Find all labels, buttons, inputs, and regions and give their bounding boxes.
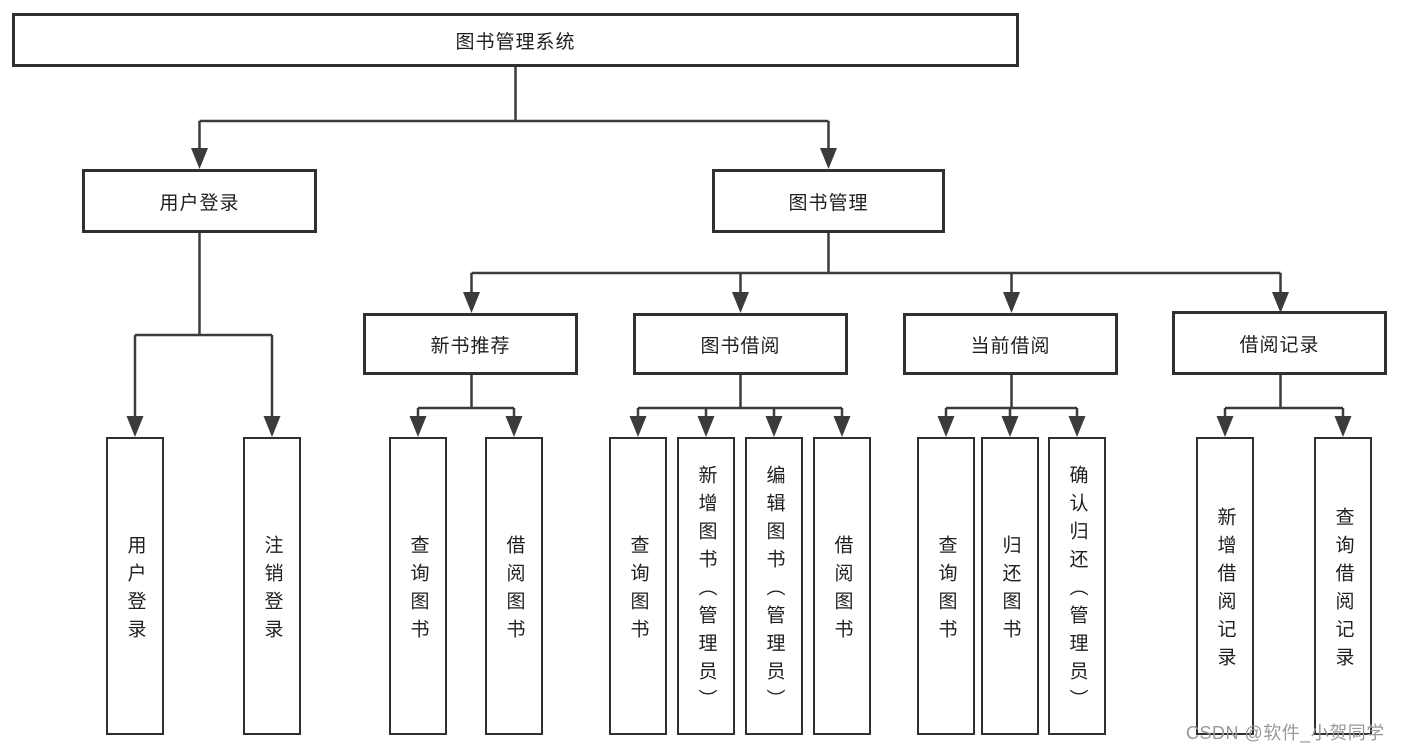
arrowhead-new-books bbox=[463, 292, 480, 313]
arrowhead-book-management bbox=[820, 148, 837, 169]
leaf-current-borrow-confirm-admin: 确认归还（管理员） bbox=[1048, 437, 1106, 735]
leaf-book-borrow-add-admin-label: 新增图书（管理员） bbox=[695, 464, 717, 717]
leaf-book-borrow-query: 查询图书 bbox=[609, 437, 667, 735]
leaf-new-books-query-label: 查询图书 bbox=[407, 534, 429, 647]
leaf-records-query: 查询借阅记录 bbox=[1314, 437, 1372, 735]
arrowhead-borrow-records bbox=[1272, 292, 1289, 313]
arrowhead-leaf-borrow-books-nb bbox=[505, 416, 523, 437]
node-book-management-label: 图书管理 bbox=[788, 192, 869, 214]
leaf-records-add: 新增借阅记录 bbox=[1196, 437, 1254, 735]
leaf-records-query-label: 查询借阅记录 bbox=[1332, 506, 1354, 675]
arrowhead-current-borrow bbox=[1003, 292, 1020, 313]
leaf-logout-label: 注销登录 bbox=[261, 534, 283, 647]
leaf-records-add-label: 新增借阅记录 bbox=[1214, 506, 1236, 675]
leaf-user-login-label: 用户登录 bbox=[124, 534, 146, 647]
arrowhead-leaf-query-books-nb bbox=[409, 416, 427, 437]
node-root-system: 图书管理系统 bbox=[12, 13, 1019, 67]
arrowhead-leaf-query-books-cb bbox=[937, 416, 955, 437]
leaf-current-borrow-return: 归还图书 bbox=[981, 437, 1039, 735]
leaf-book-borrow-edit-admin: 编辑图书（管理员） bbox=[745, 437, 803, 735]
leaf-book-borrow-borrow: 借阅图书 bbox=[813, 437, 871, 735]
arrowhead-leaf-logout bbox=[263, 416, 281, 437]
leaf-new-books-query: 查询图书 bbox=[389, 437, 447, 735]
node-new-books-label: 新书推荐 bbox=[430, 335, 511, 357]
leaf-book-borrow-edit-admin-label: 编辑图书（管理员） bbox=[763, 464, 785, 717]
arrowhead-leaf-return-books bbox=[1001, 416, 1019, 437]
leaf-current-borrow-return-label: 归还图书 bbox=[999, 534, 1021, 647]
arrowhead-leaf-query-record bbox=[1334, 416, 1352, 437]
arrowhead-leaf-query-books-bb bbox=[629, 416, 647, 437]
arrowhead-leaf-add-record bbox=[1216, 416, 1234, 437]
leaf-current-borrow-query: 查询图书 bbox=[917, 437, 975, 735]
arrowhead-book-borrow bbox=[732, 292, 749, 313]
node-root-system-label: 图书管理系统 bbox=[455, 31, 576, 53]
arrowhead-user-login bbox=[191, 148, 208, 169]
node-current-borrow: 当前借阅 bbox=[903, 313, 1118, 375]
csdn-watermark: CSDN @软件_小贺同学 bbox=[1186, 723, 1385, 743]
node-borrow-records: 借阅记录 bbox=[1172, 311, 1387, 375]
node-borrow-records-label: 借阅记录 bbox=[1239, 334, 1320, 356]
node-new-books: 新书推荐 bbox=[363, 313, 578, 375]
leaf-new-books-borrow: 借阅图书 bbox=[485, 437, 543, 735]
leaf-logout: 注销登录 bbox=[243, 437, 301, 735]
connector-level3-to-leaves bbox=[416, 375, 1345, 421]
arrowhead-leaf-borrow-books-bb bbox=[833, 416, 851, 437]
arrowhead-leaf-edit-books bbox=[765, 416, 783, 437]
leaf-book-borrow-borrow-label: 借阅图书 bbox=[831, 534, 853, 647]
leaf-new-books-borrow-label: 借阅图书 bbox=[503, 534, 525, 647]
node-book-borrow-label: 图书借阅 bbox=[700, 335, 781, 357]
connector-user-login-to-children bbox=[133, 233, 274, 421]
connector-root-to-level2 bbox=[198, 67, 830, 153]
arrowhead-leaf-user-login bbox=[126, 416, 144, 437]
arrowhead-leaf-add-books bbox=[697, 416, 715, 437]
node-book-management: 图书管理 bbox=[712, 169, 945, 233]
connector-book-management-to-level3 bbox=[470, 233, 1282, 297]
node-user-login: 用户登录 bbox=[82, 169, 317, 233]
node-book-borrow: 图书借阅 bbox=[633, 313, 848, 375]
node-user-login-label: 用户登录 bbox=[159, 192, 240, 214]
node-current-borrow-label: 当前借阅 bbox=[970, 335, 1051, 357]
arrowhead-leaf-confirm-return bbox=[1068, 416, 1086, 437]
leaf-current-borrow-query-label: 查询图书 bbox=[935, 534, 957, 647]
leaf-user-login: 用户登录 bbox=[106, 437, 164, 735]
leaf-book-borrow-query-label: 查询图书 bbox=[627, 534, 649, 647]
leaf-book-borrow-add-admin: 新增图书（管理员） bbox=[677, 437, 735, 735]
leaf-current-borrow-confirm-admin-label: 确认归还（管理员） bbox=[1066, 464, 1088, 717]
